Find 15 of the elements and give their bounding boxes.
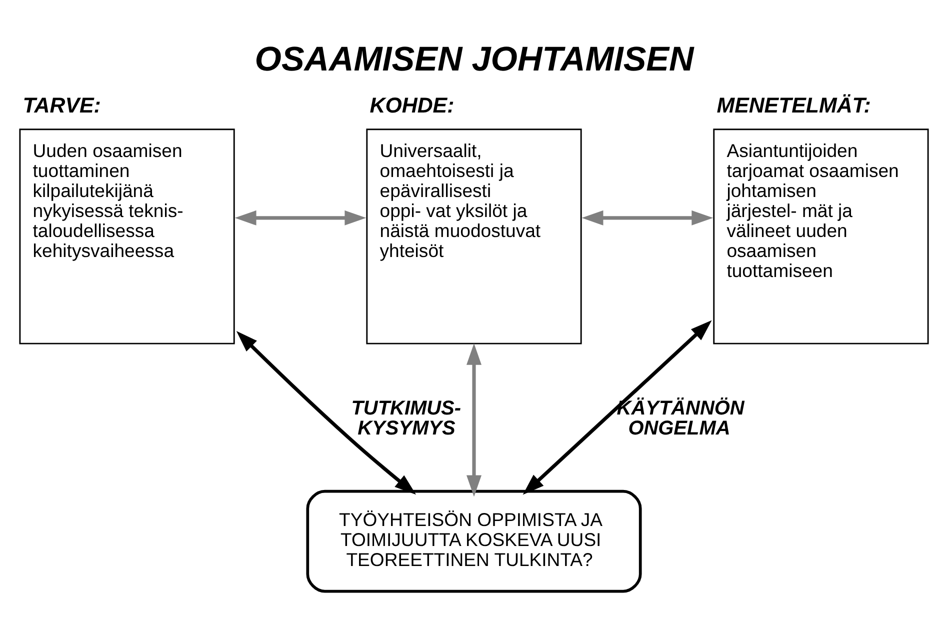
node-box: TYÖYHTEISÖN OPPIMISTA JA TOIMIJUUTTA KOSKEVA UUSI TEOREETTINEN TULKINTA? xyxy=(306,490,642,593)
arrow xyxy=(522,320,712,495)
diagram-title: OSAAMISEN JOHTAMISEN xyxy=(254,40,694,78)
node-box: Uuden osaamisen tuottaminen kilpailutekijänä nykyisessä teknis- taloudellisessa kehitysvaiheessa xyxy=(19,128,235,344)
edge-label: TUTKIMUS- KYSYMYS xyxy=(351,398,462,440)
node-label: MENETELMÄT: xyxy=(716,93,871,118)
node-box: Asiantuntijoiden tarjoamat osaamisen johtamisen järjestel- mät ja välineet uuden osaamisen tuottamiseen xyxy=(713,128,929,344)
arrow xyxy=(234,210,366,226)
arrow xyxy=(582,210,714,226)
node-box: Universaalit, omaehtoisesti ja epävirallisesti oppi- vat yksilöt ja näistä muodostuvat yhteisöt xyxy=(366,128,582,344)
node-label: TARVE: xyxy=(22,93,101,118)
edge-label: KÄYTÄNNÖN ONGELMA xyxy=(616,398,744,440)
arrow xyxy=(236,331,416,495)
node-label: KOHDE: xyxy=(370,93,454,118)
arrow xyxy=(466,343,482,497)
